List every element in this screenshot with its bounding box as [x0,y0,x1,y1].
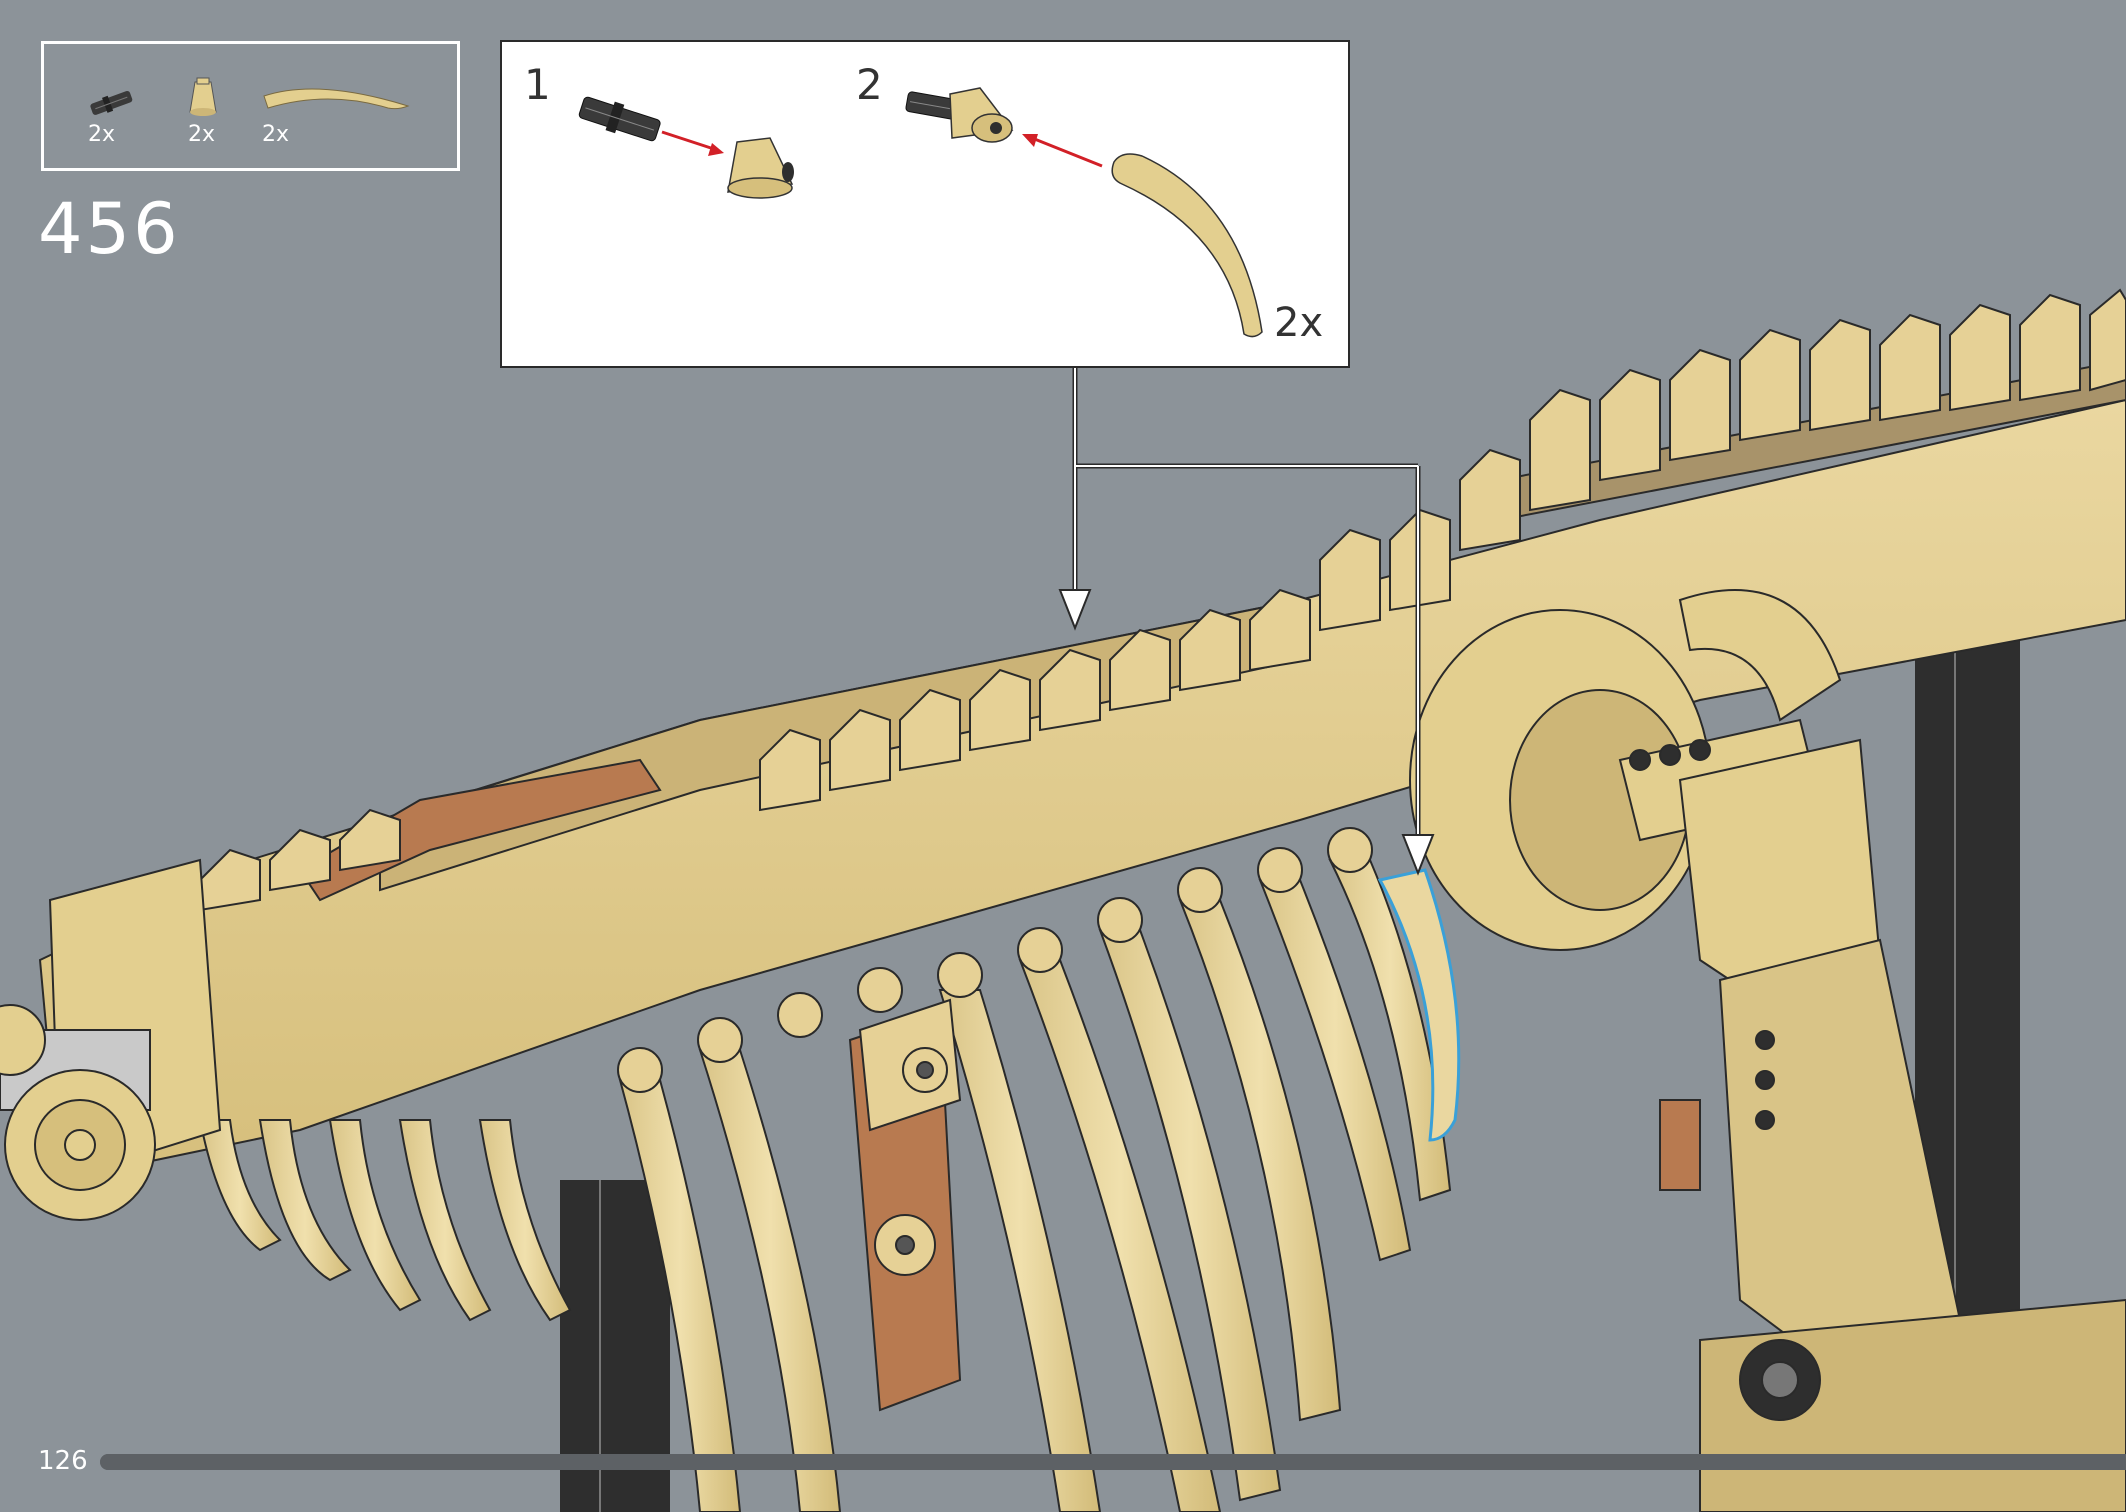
part-quantity-2: 2x [188,122,216,147]
dorsal-spikes [199,288,2126,912]
assembly-arrow-1-head [708,143,724,156]
sub-step-number-2: 2 [856,60,883,109]
sub-step-number-1: 1 [524,60,551,109]
parts-list-box: 2x 2x 2x [41,41,460,171]
tail-end [0,858,222,1221]
progress-bar-fill [100,1454,2126,1470]
callout-arrowhead-1 [1058,589,1092,631]
sub-assembly-box: 1 2 2x [500,40,1350,368]
part-quantity-1: 2x [88,122,116,147]
rib-joints [617,827,1373,1093]
callout-connector-inner [1074,368,1419,870]
progress-bar [100,1454,2126,1470]
side-plate [848,998,962,1412]
technic-axle-pin-icon [90,90,133,115]
axle-pin-part [578,96,661,142]
sub-assembly-illustration [578,87,1263,338]
cone-part-2 [949,87,1014,143]
curved-horn-piece-icon [263,88,410,110]
part-quantity-3: 2x [262,122,290,147]
assembly-arrow-2-head [1022,134,1038,147]
hind-leg [1659,738,2126,1512]
horn-part [1111,153,1263,338]
callout-arrowhead-2 [1401,834,1435,876]
sub-assembly-multiplier: 2x [1274,300,1324,346]
hip-assembly [1409,589,1842,951]
round-cone-brick-icon [189,77,217,116]
highlighted-new-part [1377,868,1461,1142]
step-number: 456 [38,188,181,270]
cone-part-1 [727,137,794,199]
page-number: 126 [38,1446,88,1476]
rib-cage [198,859,1452,1512]
